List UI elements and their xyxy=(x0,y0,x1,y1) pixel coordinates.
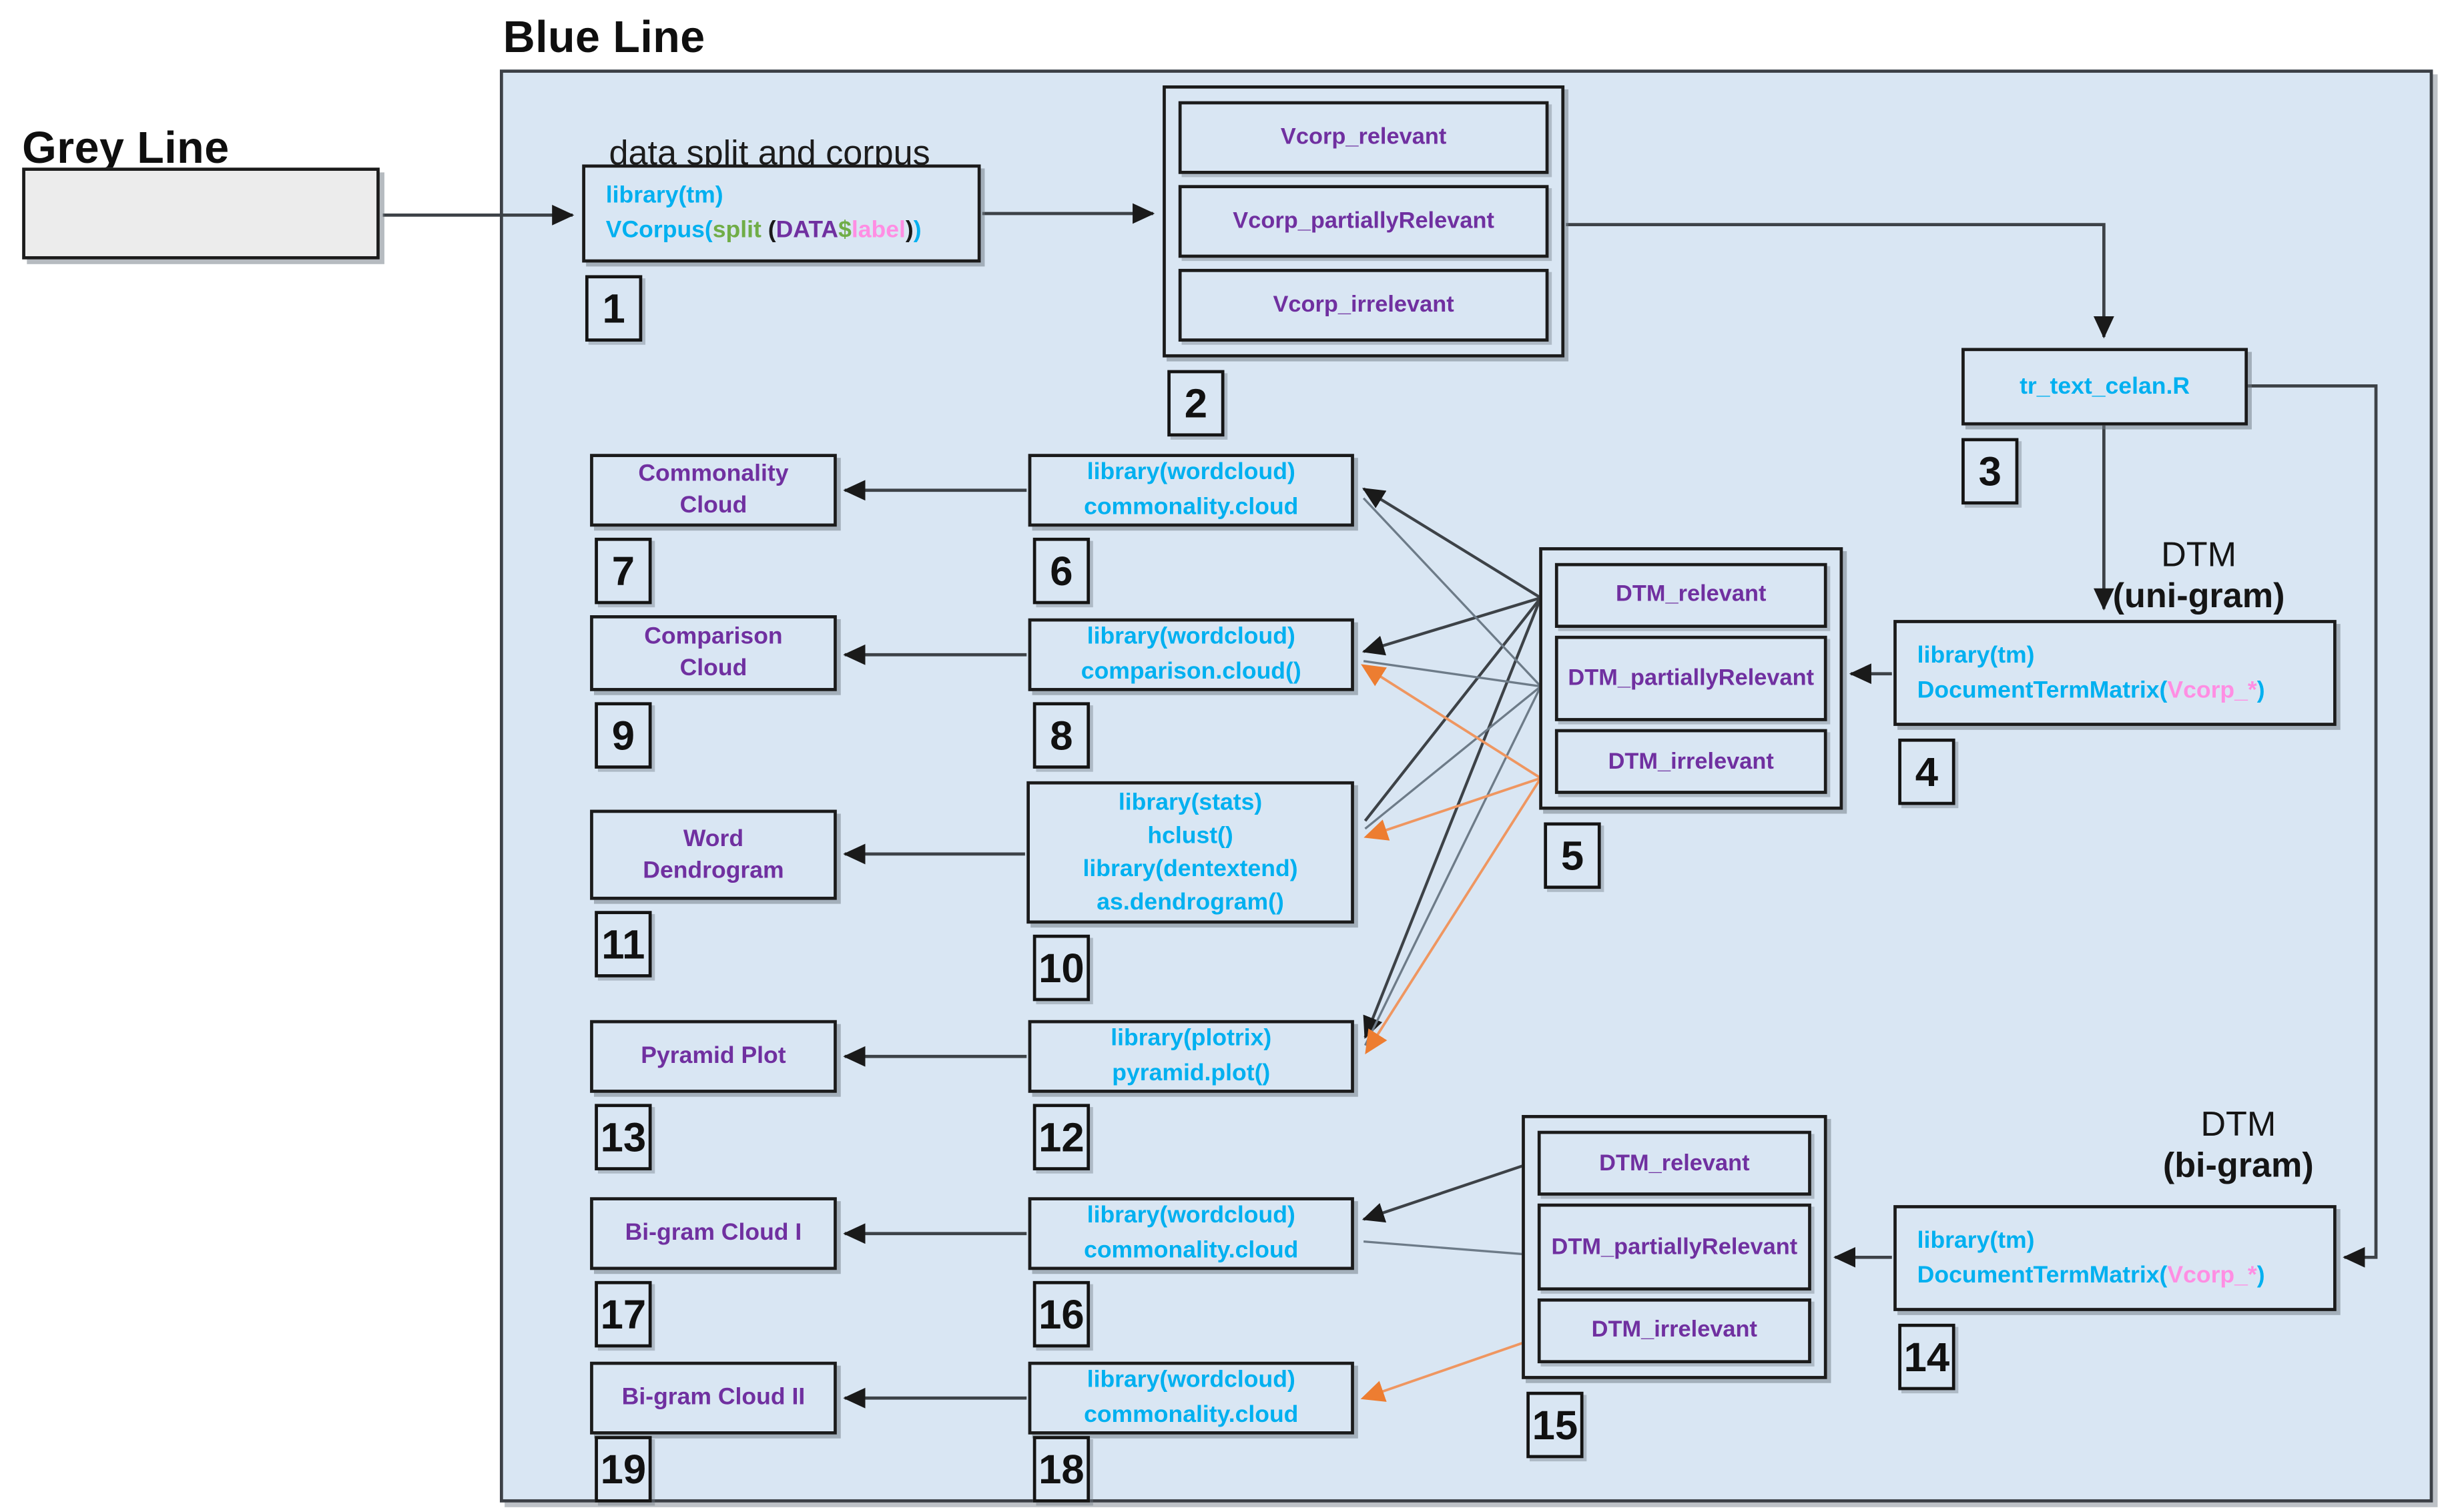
step-number-7: 7 xyxy=(595,537,652,605)
step-number-3: 3 xyxy=(1961,438,2019,505)
arrow-dtmrelevant-to-box10 xyxy=(1363,597,1542,822)
dtm-irrelevant-box: DTM_irrelevant xyxy=(1537,1298,1811,1364)
arrow-dtmrelevant-to-box12 xyxy=(1363,597,1542,1040)
box15-dtm-bigram-group: DTM_relevant DTM_partiallyRelevant DTM_i… xyxy=(1522,1114,1827,1379)
dtm-irrelevant-box: DTM_irrelevant xyxy=(1554,729,1827,794)
arrow-dtmirrelevant-to-box10 xyxy=(1363,777,1542,841)
arrow-box2-to-box3 xyxy=(1566,223,2114,339)
grey-line-box xyxy=(22,167,380,260)
arrow-box3-to-box14 xyxy=(2248,384,2378,1268)
arrow-dtmpartially-to-box12 xyxy=(1363,685,1542,1046)
dtm-bigram-label: DTM (bi-gram) xyxy=(2162,1104,2314,1185)
box13-pyramid-plot: Pyramid Plot xyxy=(590,1020,837,1093)
step-number-13: 13 xyxy=(595,1104,652,1170)
step-number-17: 17 xyxy=(595,1280,652,1348)
step-number-15: 15 xyxy=(1526,1391,1584,1459)
dtm-partially-relevant-box: DTM_partiallyRelevant xyxy=(1554,635,1827,722)
box16-bigram-commonality-code: library(wordcloud) commonality.cloud xyxy=(1028,1197,1354,1270)
box14-dtm-bigram-code: library(tm) DocumentTermMatrix(Vcorp_*) xyxy=(1893,1205,2337,1311)
box6-commonality-code: library(wordcloud) commonality.cloud xyxy=(1028,454,1354,527)
box18-bigram-commonality2-code: library(wordcloud) commonality.cloud xyxy=(1028,1361,1354,1435)
box12-pyramid-code: library(plotrix) pyramid.plot() xyxy=(1028,1020,1354,1093)
code-line: library(tm) xyxy=(605,181,723,209)
box2-vcorp-group: Vcorp_relevant Vcorp_partiallyRelevant V… xyxy=(1163,85,1565,358)
dtm-unigram-label: DTM (uni-gram) xyxy=(2112,534,2285,616)
arrow-dtmrelevant-to-box6 xyxy=(1362,487,1542,599)
box4-dtm-unigram-code: library(tm) DocumentTermMatrix(Vcorp_*) xyxy=(1893,620,2337,726)
code-line: tr_text_celan.R xyxy=(2020,372,2190,400)
step-number-18: 18 xyxy=(1032,1436,1091,1503)
arrow-dtmrelevant-to-box8 xyxy=(1361,596,1542,656)
arrow-dtmirrelevant-to-box12 xyxy=(1365,777,1542,1055)
step-number-6: 6 xyxy=(1032,537,1091,605)
code-line: library(tm) xyxy=(1917,641,2035,669)
step-number-19: 19 xyxy=(595,1436,652,1503)
vcorp-relevant-box: Vcorp_relevant xyxy=(1178,101,1549,174)
step-number-16: 16 xyxy=(1032,1280,1091,1348)
step-number-5: 5 xyxy=(1544,822,1601,889)
step-number-4: 4 xyxy=(1898,738,1955,805)
step-number-2: 2 xyxy=(1167,370,1225,437)
arrow-dtm15irrelevant-to-box18 xyxy=(1360,1341,1524,1402)
box9-comparison-cloud: Comparison Cloud xyxy=(590,615,837,691)
arrow-dtmpartially-to-box10 xyxy=(1364,685,1542,830)
step-number-9: 9 xyxy=(595,702,652,769)
vcorp-partially-relevant-box: Vcorp_partiallyRelevant xyxy=(1178,185,1549,258)
step-number-14: 14 xyxy=(1898,1323,1955,1391)
code-line: DocumentTermMatrix(Vcorp_*) xyxy=(1917,676,2265,703)
step-number-1: 1 xyxy=(585,275,643,342)
box8-comparison-code: library(wordcloud) comparison.cloud() xyxy=(1028,618,1354,691)
blue-line-label: Blue Line xyxy=(503,12,705,62)
step-number-11: 11 xyxy=(595,911,652,978)
code-line: VCorpus(split (DATA$label)) xyxy=(605,216,922,244)
grey-line-label: Grey Line xyxy=(22,123,230,173)
vcorp-irrelevant-box: Vcorp_irrelevant xyxy=(1178,268,1549,342)
arrow-dtm15partially-to-box16 xyxy=(1363,1240,1524,1256)
arrow-dtmpartially-to-box8 xyxy=(1363,660,1541,688)
step-number-10: 10 xyxy=(1032,934,1091,1002)
dtm-relevant-box: DTM_relevant xyxy=(1554,562,1827,628)
box17-bigram-cloud-1: Bi-gram Cloud I xyxy=(590,1197,837,1270)
arrow-dtmirrelevant-to-box8 xyxy=(1361,664,1542,779)
box3-tr-text-celan: tr_text_celan.R xyxy=(1961,348,2248,426)
dtm-partially-relevant-box: DTM_partiallyRelevant xyxy=(1537,1203,1811,1290)
box7-commonality-cloud: Commonality Cloud xyxy=(590,454,837,527)
step-number-8: 8 xyxy=(1032,702,1091,769)
box1-vcorpus-code: library(tm) VCorpus(split (DATA$label)) xyxy=(582,164,981,263)
box5-dtm-group: DTM_relevant DTM_partiallyRelevant DTM_i… xyxy=(1539,547,1843,810)
arrow-dtmpartially-to-box6 xyxy=(1362,497,1542,687)
step-number-12: 12 xyxy=(1032,1104,1091,1170)
box11-word-dendrogram: Word Dendrogram xyxy=(590,809,837,900)
arrow-dtm15relevant-to-box16 xyxy=(1361,1164,1524,1223)
dtm-relevant-box: DTM_relevant xyxy=(1537,1130,1811,1196)
box19-bigram-cloud-2: Bi-gram Cloud II xyxy=(590,1361,837,1435)
box10-dendrogram-code: library(stats) hclust() library(dentexte… xyxy=(1026,781,1354,924)
